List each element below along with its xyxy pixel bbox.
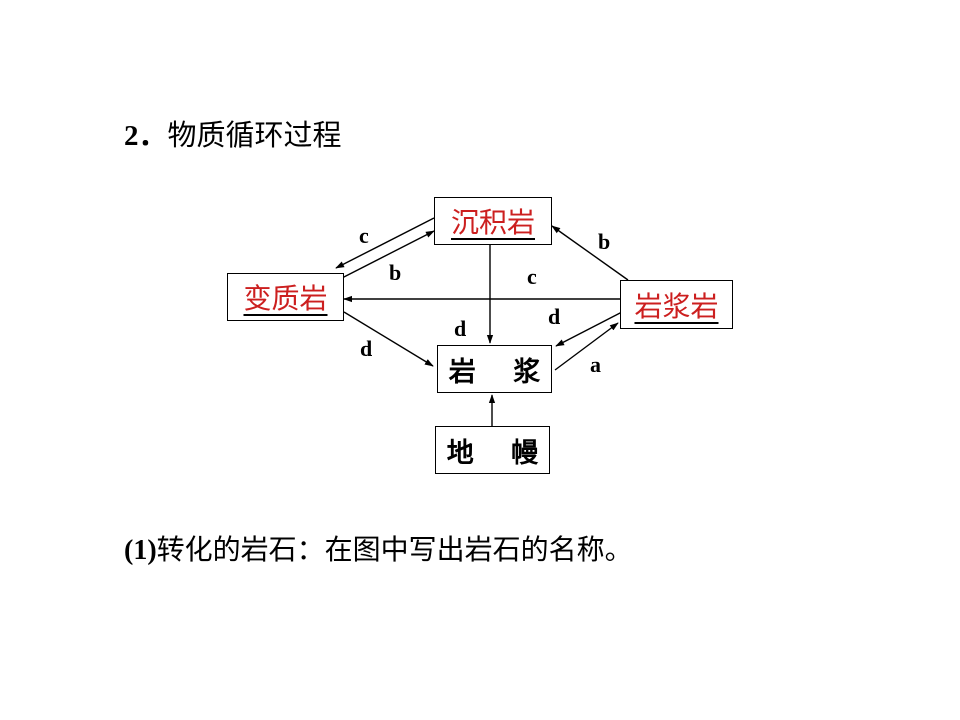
node-mantle: 地 幔 [435,426,550,474]
arrow-sedimentary-to-metamorphic [335,217,435,269]
node-igneous: 岩浆岩 [620,280,733,329]
heading-text: 物质循环过程 [167,118,342,152]
heading-number: 2． [124,120,168,152]
node-magma: 岩 浆 [437,345,552,393]
arrow-igneous-to-magma [555,311,623,347]
node-sedimentary-label: 沉积岩 [450,206,535,239]
label-b-right: b [598,229,611,254]
node-magma-label: 岩 浆 [448,356,555,388]
label-d-left: d [360,336,373,361]
label-d-right: d [548,304,561,329]
arrow-metamorphic-to-sedimentary [339,230,435,280]
arrow-magma-to-igneous [554,322,619,371]
label-d-center: d [454,316,467,341]
question-caption: (1)转化的岩石：在图中写出岩石的名称。 [124,528,633,568]
label-b-upper: b [389,260,402,285]
node-metamorphic-label: 变质岩 [243,282,328,315]
arrow-igneous-to-sedimentary [551,225,629,281]
arrow-metamorphic-to-magma [343,311,434,367]
label-c-top: c [359,223,369,248]
caption-number: (1) [124,535,157,566]
node-sedimentary: 沉积岩 [434,197,552,245]
node-igneous-label: 岩浆岩 [634,289,719,323]
label-a: a [590,352,601,377]
section-heading: 2．物质循环过程 [124,112,342,154]
node-metamorphic: 变质岩 [227,273,344,321]
label-c-mid: c [527,264,537,289]
caption-text: 转化的岩石：在图中写出岩石的名称。 [156,533,633,566]
node-mantle-label: 地 幔 [446,437,553,469]
